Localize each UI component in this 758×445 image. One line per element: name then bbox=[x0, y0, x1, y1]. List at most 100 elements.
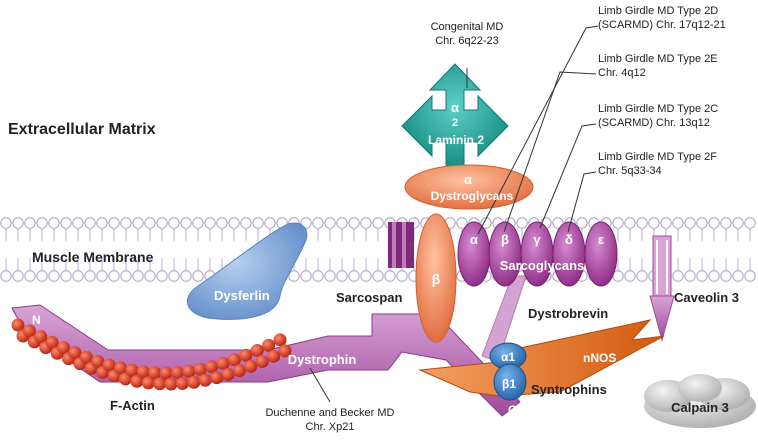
lipid-head bbox=[169, 218, 179, 228]
lipid-head bbox=[385, 271, 395, 281]
lipid-head bbox=[49, 218, 59, 228]
lipid-head bbox=[205, 218, 215, 228]
dystrophin-label: Dystrophin bbox=[288, 352, 357, 367]
lipid-head bbox=[373, 271, 383, 281]
duchenne-line1: Duchenne and Becker MD bbox=[265, 407, 394, 419]
actin-monomer bbox=[153, 377, 166, 390]
lipid-head bbox=[193, 271, 203, 281]
sarcoglycan-subunit-label: γ bbox=[533, 232, 541, 247]
nnos-label: nNOS bbox=[583, 351, 616, 365]
lgmd2c-line1: Limb Girdle MD Type 2C bbox=[598, 103, 718, 115]
lipid-head bbox=[637, 218, 647, 228]
lipid-head bbox=[13, 218, 23, 228]
lipid-head bbox=[337, 218, 347, 228]
lipid-head bbox=[121, 218, 131, 228]
lipid-head bbox=[229, 218, 239, 228]
lipid-head bbox=[265, 218, 275, 228]
lipid-head bbox=[169, 271, 179, 281]
laminin-two-label: 2 bbox=[452, 117, 458, 129]
lipid-head bbox=[697, 218, 707, 228]
lipid-head bbox=[673, 271, 683, 281]
lgmd2c-line2: (SCARMD) Chr. 13q12 bbox=[598, 117, 710, 129]
lipid-head bbox=[145, 271, 155, 281]
lipid-head bbox=[349, 271, 359, 281]
lipid-head bbox=[1, 271, 11, 281]
sarcoglycan-complex: α β γ δ ε bbox=[458, 222, 617, 286]
lipid-head bbox=[181, 271, 191, 281]
lipid-head bbox=[349, 218, 359, 228]
lipid-head bbox=[649, 218, 659, 228]
actin-monomer bbox=[256, 355, 269, 368]
lipid-head bbox=[145, 218, 155, 228]
lipid-head bbox=[745, 271, 755, 281]
lipid-head bbox=[61, 271, 71, 281]
lipid-head bbox=[745, 218, 755, 228]
lipid-head bbox=[721, 271, 731, 281]
dystrophin-c-terminus-label: C bbox=[508, 403, 517, 417]
lipid-head bbox=[685, 271, 695, 281]
lipid-head bbox=[109, 271, 119, 281]
actin-monomer bbox=[199, 374, 212, 387]
lipid-head bbox=[109, 218, 119, 228]
lipid-head bbox=[253, 218, 263, 228]
lipid-head bbox=[217, 218, 227, 228]
sarcoglycan-subunit-label: δ bbox=[565, 232, 573, 247]
lipid-head bbox=[1, 218, 11, 228]
lipid-head bbox=[325, 271, 335, 281]
lipid-head bbox=[13, 271, 23, 281]
lipid-head bbox=[193, 218, 203, 228]
lipid-head bbox=[181, 218, 191, 228]
alpha1-syntrophin-label: α1 bbox=[501, 350, 515, 364]
lipid-head bbox=[661, 218, 671, 228]
lipid-head bbox=[49, 271, 59, 281]
actin-monomer bbox=[244, 360, 257, 373]
sarcoglycan-subunit-label: α bbox=[470, 232, 478, 247]
sarcoglycan-subunit-label: ε bbox=[598, 232, 604, 247]
lipid-head bbox=[577, 218, 587, 228]
lipid-head bbox=[697, 271, 707, 281]
dystroglycan-alpha-label: α bbox=[464, 172, 472, 187]
lipid-head bbox=[733, 271, 743, 281]
lipid-head bbox=[289, 271, 299, 281]
lipid-head bbox=[613, 218, 623, 228]
lipid-head bbox=[157, 218, 167, 228]
dystroglycan-beta-label: β bbox=[432, 271, 441, 287]
caveolin-3 bbox=[650, 236, 674, 340]
lipid-head bbox=[85, 271, 95, 281]
actin-monomer bbox=[187, 376, 200, 389]
lipid-head bbox=[709, 271, 719, 281]
beta1-syntrophin-label: β1 bbox=[502, 377, 516, 391]
lipid-head bbox=[373, 218, 383, 228]
actin-monomer bbox=[233, 364, 246, 377]
lipid-head bbox=[337, 271, 347, 281]
sarcoglycan-subunit-label: β bbox=[501, 232, 509, 247]
lgmd2d-line1: Limb Girdle MD Type 2D bbox=[598, 5, 718, 17]
dystroglycans-label: Dystroglycans bbox=[431, 189, 514, 203]
lgmd2f-line1: Limb Girdle MD Type 2F bbox=[598, 151, 717, 163]
lipid-head bbox=[313, 218, 323, 228]
dystrobrevin-label: Dystrobrevin bbox=[528, 306, 608, 321]
lgmd2e-line2: Chr. 4q12 bbox=[598, 67, 646, 79]
sarcospan-label: Sarcospan bbox=[336, 290, 403, 305]
lipid-head bbox=[97, 218, 107, 228]
lipid-head bbox=[133, 218, 143, 228]
lipid-head bbox=[673, 218, 683, 228]
lipid-head bbox=[241, 218, 251, 228]
lipid-head bbox=[361, 218, 371, 228]
dystrophin-n-terminus-label: N bbox=[32, 313, 41, 327]
dysferlin bbox=[187, 223, 306, 319]
syntrophins-label: Syntrophins bbox=[531, 382, 607, 397]
lipid-head bbox=[133, 271, 143, 281]
actin-monomer bbox=[165, 377, 178, 390]
congenital-md-line2: Chr. 6q22-23 bbox=[435, 35, 499, 47]
lipid-head bbox=[325, 218, 335, 228]
lipid-head bbox=[121, 271, 131, 281]
lgmd2f-line2: Chr. 5q33-34 bbox=[598, 165, 662, 177]
lipid-head bbox=[37, 218, 47, 228]
laminin-label: Laminin 2 bbox=[428, 133, 484, 147]
lgmd2e-line1: Limb Girdle MD Type 2E bbox=[598, 53, 718, 65]
caveolin-label: Caveolin 3 bbox=[674, 290, 739, 305]
lipid-head bbox=[733, 218, 743, 228]
lipid-head bbox=[313, 271, 323, 281]
